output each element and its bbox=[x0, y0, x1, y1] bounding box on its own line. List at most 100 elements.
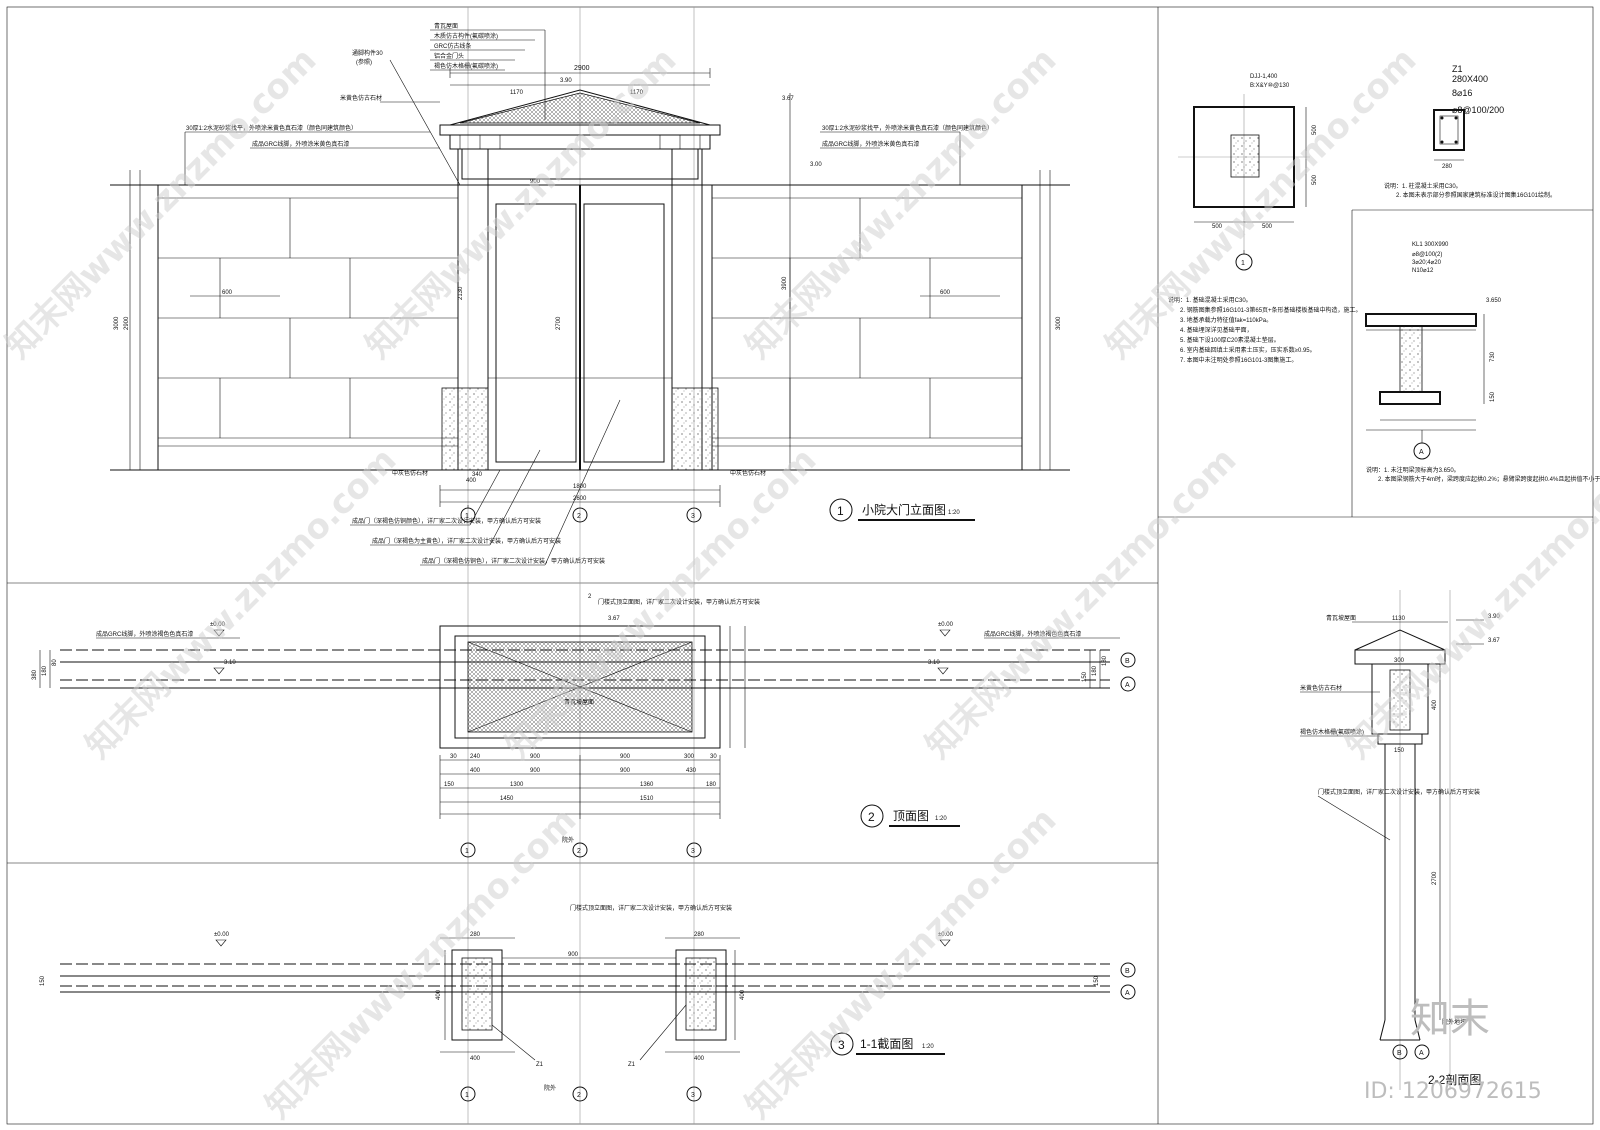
dim-300: 3.00 bbox=[810, 162, 822, 168]
section-col-left bbox=[451, 949, 503, 1041]
note-right1: 30厚1:2水泥砂浆找平，外喷涂米黄色真石漆（颜色同建筑颜色） bbox=[822, 124, 993, 132]
s2-axis-a: A bbox=[1419, 1050, 1424, 1057]
elevation-title: 1 小院大门立面图 1:20 bbox=[829, 498, 975, 522]
section-dim-400-r: 400 bbox=[694, 1056, 705, 1062]
beam-r1: ⌀8@100(2) bbox=[1412, 252, 1442, 258]
s2-d150: 150 bbox=[1394, 748, 1405, 754]
beam-r3: N10⌀12 bbox=[1412, 268, 1434, 274]
section-outside: 院外 bbox=[544, 1084, 556, 1092]
plan-level-r: ±0.00 bbox=[938, 622, 954, 628]
plan-note-right: 成品GRC线脚，外喷涂褐色色真石漆 bbox=[984, 630, 1081, 638]
watermark-3: 知末网www.znzmo.com bbox=[738, 40, 1064, 366]
section-dim-400-l: 400 bbox=[470, 1056, 481, 1062]
beam-top-flange bbox=[1365, 313, 1477, 327]
note-grille: 褐色仿木格栅(氟碳喷涂) bbox=[434, 62, 498, 70]
dim-340: 340 bbox=[472, 472, 483, 478]
s2-note2: 米黄色仿古石材 bbox=[1300, 684, 1342, 692]
s2-title: 2-2剖面图 bbox=[1428, 1073, 1481, 1087]
section-dim-h400-l: 400 bbox=[436, 989, 442, 1000]
beam-web bbox=[1399, 325, 1423, 393]
footing-d500d: 500 bbox=[1312, 174, 1318, 185]
watermark-10: 知末网www.znzmo.com bbox=[738, 800, 1064, 1126]
note-mid-0: 说明：1. 基础混凝土采用C30。 bbox=[1168, 296, 1252, 304]
plan-dim-l2: 80 bbox=[52, 659, 58, 666]
plan-dim-m0: 400 bbox=[470, 768, 481, 774]
plan-dim-l1: 180 bbox=[42, 665, 48, 676]
s2-note4: 门楼式顶立面图，详厂家二次设计安装，甲方确认后方可安装 bbox=[1318, 788, 1480, 796]
section-title: 3 1-1截面图 1:20 bbox=[830, 1032, 945, 1056]
note-top-left: 通脚构件30 bbox=[352, 49, 383, 57]
dim-2130: 2130 bbox=[458, 286, 464, 300]
plan-dim-t1: 240 bbox=[470, 754, 481, 760]
base-left-note: 中灰色仿石材 bbox=[392, 469, 428, 477]
note-mid-4: 5. 基础下设100厚C20素混凝土垫层。 bbox=[1180, 336, 1280, 344]
dim-900: 900 bbox=[530, 179, 541, 185]
section-axis-3: 3 bbox=[691, 1092, 695, 1099]
watermark-8: 知末网www.znzmo.com bbox=[1338, 440, 1600, 766]
dim-h3000: 3000 bbox=[114, 316, 120, 330]
beam-axis: A bbox=[1419, 449, 1424, 456]
dim-h2900: 2900 bbox=[124, 316, 130, 330]
plan-roof-outer bbox=[439, 625, 721, 749]
watermark-7: 知末网www.znzmo.com bbox=[918, 440, 1244, 766]
column-d280: 280 bbox=[1442, 164, 1453, 170]
column-stirrup: ⌀8@100/200 bbox=[1452, 105, 1504, 115]
door-note-3: 成品门（深褐色仿铜色），详厂家二次设计安装，甲方确认后方可安装 bbox=[422, 557, 605, 565]
footing-d500b: 500 bbox=[1262, 224, 1273, 230]
dim-367: 3.67 bbox=[782, 96, 794, 102]
s2-d367: 3.67 bbox=[1488, 638, 1500, 644]
plan-title-text: 顶面图 bbox=[893, 809, 929, 823]
footing-sub: B:X&Y⑩@130 bbox=[1250, 82, 1290, 89]
watermark-5: 知末网www.znzmo.com bbox=[78, 440, 404, 766]
beam-bottom bbox=[1379, 391, 1441, 405]
section-view: 900 280 280 400 400 400 400 150 150 Z1 Z… bbox=[40, 904, 1136, 1102]
section-z1-r: Z1 bbox=[628, 1062, 636, 1068]
door-note-1: 成品门（深褐色仿铜颜色），详厂家二次设计安装，甲方确认后方可安装 bbox=[352, 517, 541, 525]
plan-dim-t3: 900 bbox=[620, 754, 631, 760]
plan-number: 2 bbox=[868, 810, 875, 824]
plan-310-l: 3.10 bbox=[224, 660, 236, 666]
beam-detail: KL1 300X990 ⌀8@100(2) 3⌀20;4⌀20 N10⌀12 3… bbox=[1365, 242, 1600, 483]
section-axis-b: B bbox=[1125, 968, 1130, 975]
section-col-right bbox=[675, 949, 727, 1041]
plan-dim-t4: 300 bbox=[684, 754, 695, 760]
footing-d500c: 500 bbox=[1312, 124, 1318, 135]
dim-2700: 2700 bbox=[556, 316, 562, 330]
footing-pad bbox=[1193, 106, 1295, 208]
s2-d2700: 2700 bbox=[1432, 871, 1438, 885]
plan-dim-l0: 380 bbox=[32, 669, 38, 680]
section-dim-h150-r: 150 bbox=[1094, 975, 1100, 986]
beam-level: 3.650 bbox=[1486, 298, 1502, 304]
note-mid-6: 7. 本图中未注明处参照16G101-3图集施工。 bbox=[1180, 356, 1297, 364]
plan-dim-b13: 180 bbox=[706, 782, 717, 788]
plan-level-l: ±0.00 bbox=[210, 622, 226, 628]
plan-dim-b12: 1360 bbox=[640, 782, 654, 788]
axis-1: 1 bbox=[465, 513, 469, 520]
section-axis-1: 1 bbox=[465, 1092, 469, 1099]
dim-1170b: 1170 bbox=[630, 90, 644, 96]
column-detail: Z1 280X400 8⌀16 ⌀8@100/200 280 说明：1. 柱混凝… bbox=[1384, 64, 1556, 199]
section-z1-l: Z1 bbox=[536, 1062, 544, 1068]
column-note1: 说明：1. 柱混凝土采用C30。 bbox=[1384, 182, 1462, 190]
s2-footer: 院外地坪 bbox=[1442, 1018, 1466, 1026]
plan-dim-r2: 180 bbox=[1102, 655, 1108, 666]
section-dim-280-l: 280 bbox=[470, 932, 481, 938]
plan-inner-label: 青瓦坡屋面 bbox=[564, 698, 594, 706]
door-note-2: 成品门（深褐色为主黄色），详厂家二次设计安装，甲方确认后方可安装 bbox=[372, 537, 561, 545]
elevation-axes: 1 2 3 bbox=[460, 505, 702, 523]
id-label: ID: 1206972615 bbox=[1364, 1079, 1542, 1104]
dim-1800: 1800 bbox=[573, 484, 587, 490]
elevation-scale: 1:20 bbox=[948, 510, 960, 516]
s2-note3: 褐色仿木格栅(氟碳喷涂) bbox=[1300, 728, 1364, 736]
left-wall-joints bbox=[158, 197, 458, 447]
plan-dim-t5: 30 bbox=[710, 754, 717, 760]
plan-note-top: 门楼式顶立面图，详厂家二次设计安装，甲方确认后方可安装 bbox=[598, 598, 760, 606]
note-wood: 木质仿古构件(氟碳喷涂) bbox=[434, 32, 498, 40]
section-axis-2: 2 bbox=[577, 1092, 581, 1099]
section-dim-h400-r: 400 bbox=[740, 989, 746, 1000]
plan-dim-m3: 430 bbox=[686, 768, 697, 774]
note-top-left2: (参照) bbox=[356, 58, 372, 66]
note-grc: GRC仿古线条 bbox=[434, 42, 471, 50]
plan-dim-b21: 1510 bbox=[640, 796, 654, 802]
